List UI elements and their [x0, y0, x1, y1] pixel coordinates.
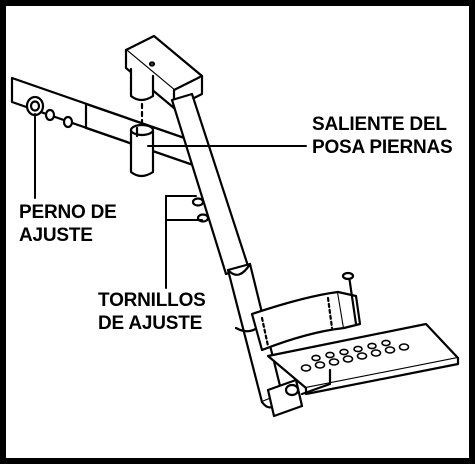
- set-screws: [191, 197, 210, 223]
- label-saliente-line2: POSA PIERNAS: [312, 137, 453, 158]
- receiver-tube: [129, 123, 155, 178]
- adjustment-bolt: [25, 95, 45, 117]
- footplate-bracket: [266, 368, 332, 418]
- label-perno-line1: PERNO DE: [19, 202, 117, 223]
- leader-lines: [34, 113, 307, 289]
- legrest-illustration: [10, 34, 460, 418]
- label-tornillos-line2: DE AJUSTE: [98, 313, 203, 334]
- legrest-tube: [170, 92, 284, 409]
- label-saliente-line1: SALIENTE DEL: [312, 114, 447, 135]
- pad-pin: [341, 271, 358, 326]
- label-tornillos-line1: TORNILLOS: [98, 290, 206, 311]
- label-perno-line2: AJUSTE: [19, 225, 93, 246]
- footplate: [266, 322, 460, 396]
